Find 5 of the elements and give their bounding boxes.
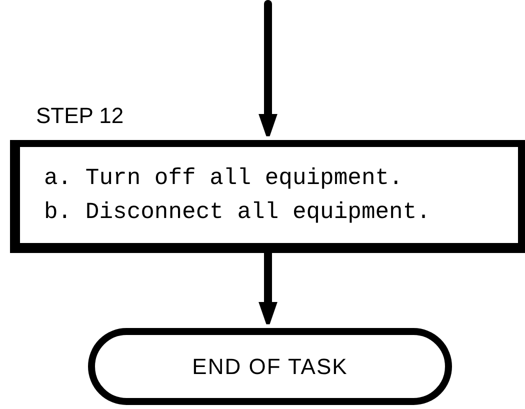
instruction-text: b. Disconnect all equipment. — [44, 198, 432, 227]
step-box — [10, 140, 525, 253]
instruction-text: a. Turn off all equipment. — [44, 164, 404, 193]
step-heading: STEP 12 — [36, 105, 124, 127]
terminal-text: END OF TASK — [192, 353, 348, 381]
